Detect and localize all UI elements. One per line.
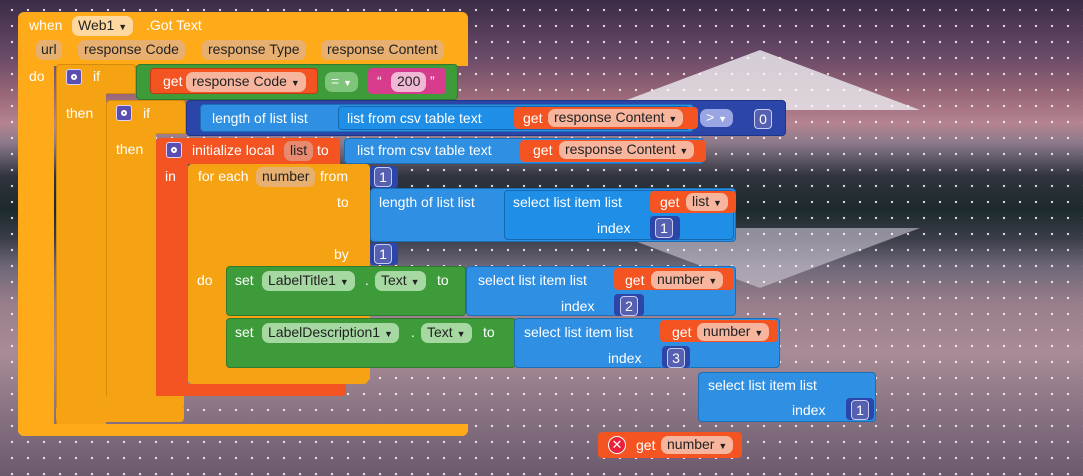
mutator-gear-icon[interactable] bbox=[116, 105, 132, 121]
get-keyword: get bbox=[660, 194, 680, 210]
select-list-item-label: select list item list bbox=[478, 272, 587, 288]
select-list-item-label: select list item list bbox=[524, 324, 633, 340]
index-keyword: index bbox=[597, 220, 631, 236]
to-keyword: to bbox=[483, 324, 495, 340]
initialize-local-spine[interactable] bbox=[156, 162, 188, 396]
component-dropdown[interactable]: LabelTitle1 ▼ bbox=[262, 271, 355, 291]
param-response-code[interactable]: response Code bbox=[78, 40, 185, 60]
get-keyword: get bbox=[163, 73, 183, 89]
variable-dropdown[interactable]: response Content ▼ bbox=[559, 141, 695, 159]
operator-dropdown[interactable]: = ▼ bbox=[325, 72, 358, 92]
component-dropdown[interactable]: Web1 ▼ bbox=[72, 16, 134, 36]
csv-table-label: list from csv table text bbox=[347, 110, 482, 126]
index-number-value[interactable]: 1 bbox=[851, 400, 869, 420]
index-keyword: index bbox=[792, 402, 826, 418]
to-keyword: to bbox=[437, 272, 449, 288]
select-list-item-label: select list item list bbox=[513, 194, 622, 210]
if-keyword: if bbox=[143, 105, 150, 121]
mutator-gear-icon[interactable] bbox=[166, 142, 182, 158]
initialize-local-label: initialize local bbox=[192, 142, 275, 158]
if-block-1-spine[interactable] bbox=[56, 92, 106, 424]
get-keyword: get bbox=[625, 272, 645, 288]
do-keyword: do bbox=[29, 68, 45, 84]
if-keyword: if bbox=[93, 68, 100, 84]
param-response-type[interactable]: response Type bbox=[202, 40, 306, 60]
set-keyword: set bbox=[235, 324, 254, 340]
index-keyword: index bbox=[561, 298, 595, 314]
when-keyword: when bbox=[29, 17, 63, 33]
index-number-value[interactable]: 2 bbox=[620, 296, 638, 316]
get-keyword: get bbox=[636, 437, 656, 453]
dot-separator: . bbox=[365, 272, 369, 288]
param-url[interactable]: url bbox=[36, 40, 62, 60]
do-keyword: do bbox=[197, 272, 213, 288]
text-value[interactable]: 200 bbox=[391, 72, 427, 92]
mutator-gear-icon[interactable] bbox=[66, 69, 82, 85]
set-keyword: set bbox=[235, 272, 254, 288]
get-keyword: get bbox=[523, 110, 543, 126]
get-keyword: get bbox=[672, 324, 692, 340]
variable-dropdown[interactable]: number ▼ bbox=[661, 436, 734, 454]
variable-dropdown[interactable]: list ▼ bbox=[686, 193, 728, 211]
quote-open: “ bbox=[377, 73, 382, 89]
component-dropdown[interactable]: LabelDescription1 ▼ bbox=[262, 323, 399, 343]
length-of-list-label: length of list list bbox=[212, 110, 308, 126]
index-keyword: index bbox=[608, 350, 642, 366]
index-number-value[interactable]: 3 bbox=[667, 348, 685, 368]
to-keyword: to bbox=[317, 142, 329, 158]
property-dropdown[interactable]: Text ▼ bbox=[421, 323, 472, 343]
for-each-label: for each bbox=[198, 168, 249, 184]
index-number-value[interactable]: 1 bbox=[655, 218, 673, 238]
event-block-spine[interactable] bbox=[18, 60, 54, 432]
by-keyword: by bbox=[334, 246, 349, 262]
for-each-footer[interactable] bbox=[188, 370, 368, 384]
select-list-item-label: select list item list bbox=[708, 377, 817, 393]
quote-close: ” bbox=[430, 73, 435, 89]
property-dropdown[interactable]: Text ▼ bbox=[375, 271, 426, 291]
in-keyword: in bbox=[165, 168, 176, 184]
event-name: .Got Text bbox=[146, 17, 202, 33]
variable-dropdown[interactable]: response Content ▼ bbox=[548, 109, 684, 127]
csv-table-label: list from csv table text bbox=[357, 142, 492, 158]
event-block-footer[interactable] bbox=[18, 424, 468, 436]
length-of-list-label: length of list list bbox=[379, 194, 475, 210]
if-block-1-footer[interactable] bbox=[56, 408, 184, 422]
variable-dropdown[interactable]: response Code ▼ bbox=[186, 72, 306, 92]
initialize-local-footer[interactable] bbox=[156, 384, 346, 396]
then-keyword: then bbox=[116, 141, 144, 157]
error-icon[interactable]: ✕ bbox=[608, 436, 626, 454]
to-keyword: to bbox=[337, 194, 349, 210]
from-number-value[interactable]: 1 bbox=[374, 167, 392, 187]
by-number-value[interactable]: 1 bbox=[374, 244, 392, 264]
local-variable-name[interactable]: list bbox=[284, 141, 314, 161]
variable-dropdown[interactable]: number ▼ bbox=[651, 271, 724, 289]
loop-variable-name[interactable]: number bbox=[256, 167, 316, 187]
from-keyword: from bbox=[320, 168, 348, 184]
variable-dropdown[interactable]: number ▼ bbox=[697, 323, 770, 341]
if-block-2-spine[interactable] bbox=[106, 132, 156, 408]
get-keyword: get bbox=[533, 142, 553, 158]
operator-dropdown[interactable]: > ▼ bbox=[700, 109, 733, 127]
if-block-2-footer[interactable] bbox=[106, 396, 184, 410]
number-value[interactable]: 0 bbox=[754, 109, 772, 129]
then-keyword: then bbox=[66, 105, 94, 121]
param-response-content[interactable]: response Content bbox=[321, 40, 444, 60]
dot-separator: . bbox=[411, 324, 415, 340]
